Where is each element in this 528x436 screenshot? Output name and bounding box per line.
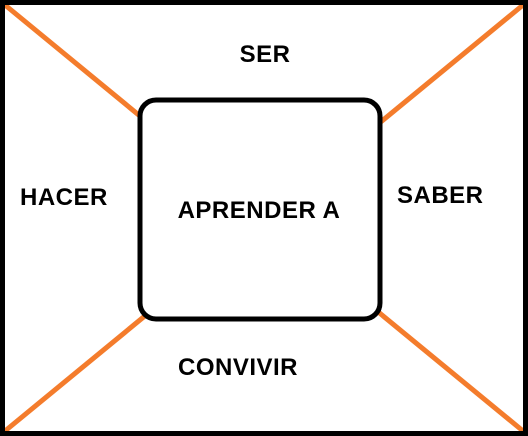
- label-ser-text: SER: [239, 41, 291, 68]
- label-saber: SABER: [397, 182, 484, 209]
- center-box: [137, 97, 383, 322]
- label-hacer: HACER: [20, 184, 108, 211]
- label-aprender-a: APRENDER A: [177, 197, 341, 224]
- label-ser: SER: [0, 43, 528, 67]
- label-convivir: CONVIVIR: [178, 354, 299, 381]
